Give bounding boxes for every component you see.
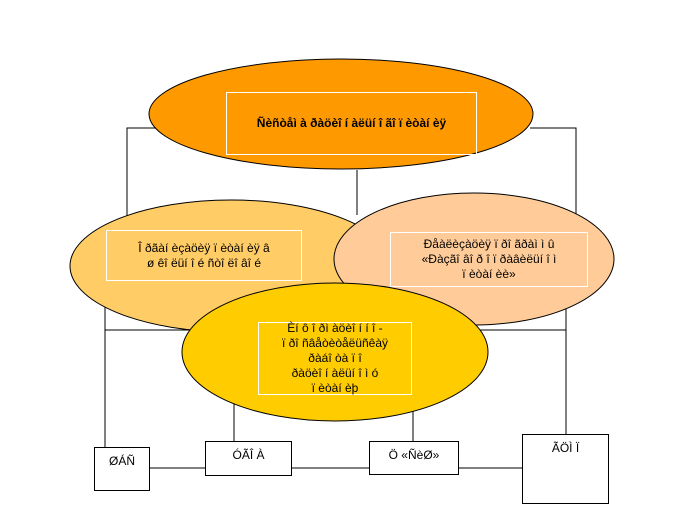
center-node-label: Èí ô î ðì àöèî í í î - ï ðî ñâåòèòåëüñêà… [258, 321, 412, 395]
top-node-label: Ñèñòåì à ðàöèî í àëüí î ãî ï èòàí èÿ [226, 92, 477, 155]
box-4: ÃÖÌ Ï [522, 434, 609, 504]
box-1: ØÁÑ [94, 447, 150, 491]
left-node-label: Î ðãàí èçàöèÿ ï èòàí èÿ â ø êî ëüí î é ñ… [106, 230, 302, 281]
right-node-label: Ðåàëèçàöèÿ ï ðî ãðàì ì û «Ðàçãî âî ð î ï… [390, 232, 588, 287]
ellipse-top [148, 58, 534, 170]
connector-top-right [530, 127, 577, 220]
box-2: ÓÃÎ À [205, 441, 292, 476]
connector-top-left [126, 127, 168, 220]
box-3: Ö «ÑèØ» [369, 441, 459, 475]
